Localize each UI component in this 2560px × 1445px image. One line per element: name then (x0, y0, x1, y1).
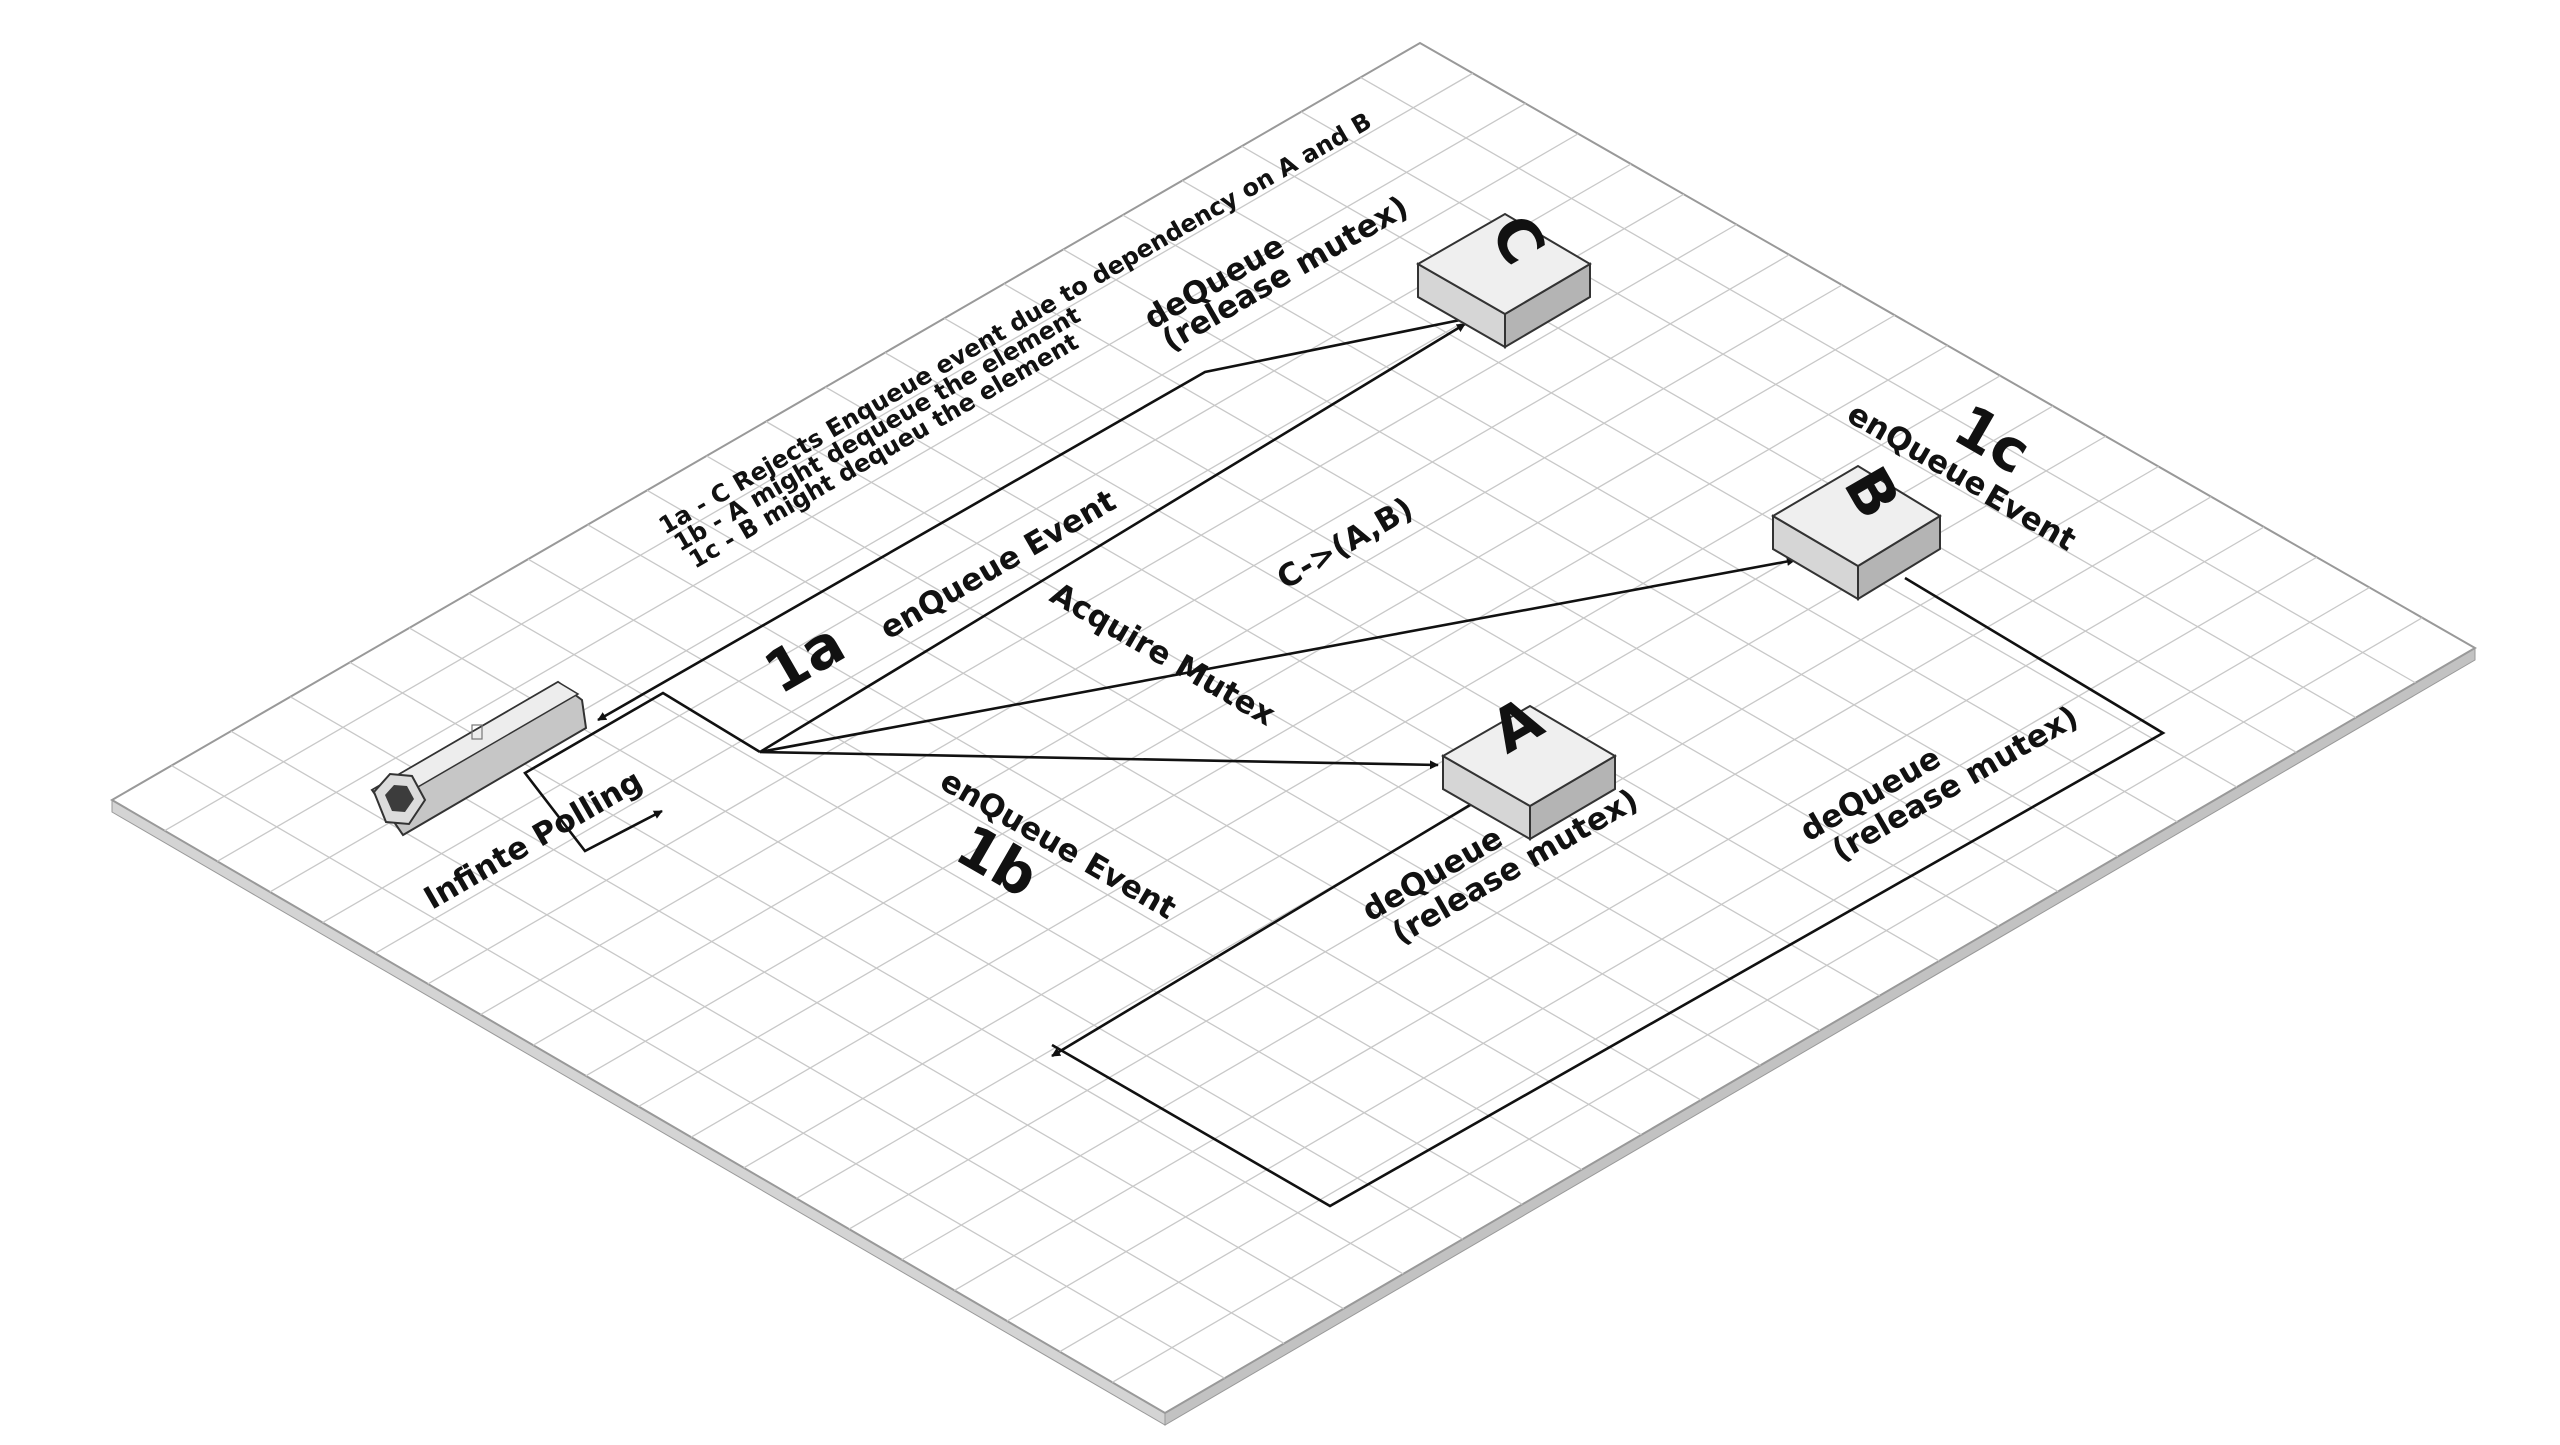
platform (110, 41, 2477, 1426)
grid-line (216, 102, 1526, 862)
connectors (523, 316, 2166, 1208)
grid-line (585, 314, 1896, 1077)
grid-line (638, 344, 1948, 1108)
hub-to-c-arrow (759, 322, 1466, 754)
c-dequeue-arrow (597, 316, 1471, 722)
hexagonal-prism-icon (370, 680, 588, 837)
grid-line (322, 163, 1632, 924)
grid-line (1112, 617, 2423, 1383)
grid-line (848, 465, 2159, 1230)
node-c: C (1415, 203, 1592, 349)
grid-line (164, 72, 1474, 832)
grid-line (427, 223, 1737, 985)
grid-line (901, 496, 2212, 1261)
grid-line (954, 526, 2265, 1291)
hub-to-a-arrow (759, 750, 1439, 770)
grid-line (690, 375, 2001, 1138)
b-dequeue-line (1051, 576, 2166, 1208)
grid-line (1059, 586, 2370, 1353)
grid-line (480, 254, 1790, 1016)
polling-node (370, 680, 588, 837)
hub-to-b-arrow (759, 557, 1796, 754)
grid-line (532, 284, 1843, 1046)
grid-floor (110, 41, 2477, 1415)
polling-loop-line (523, 691, 761, 853)
a-dequeue-arrow (1051, 794, 1486, 1058)
grid-line (1006, 556, 2318, 1322)
